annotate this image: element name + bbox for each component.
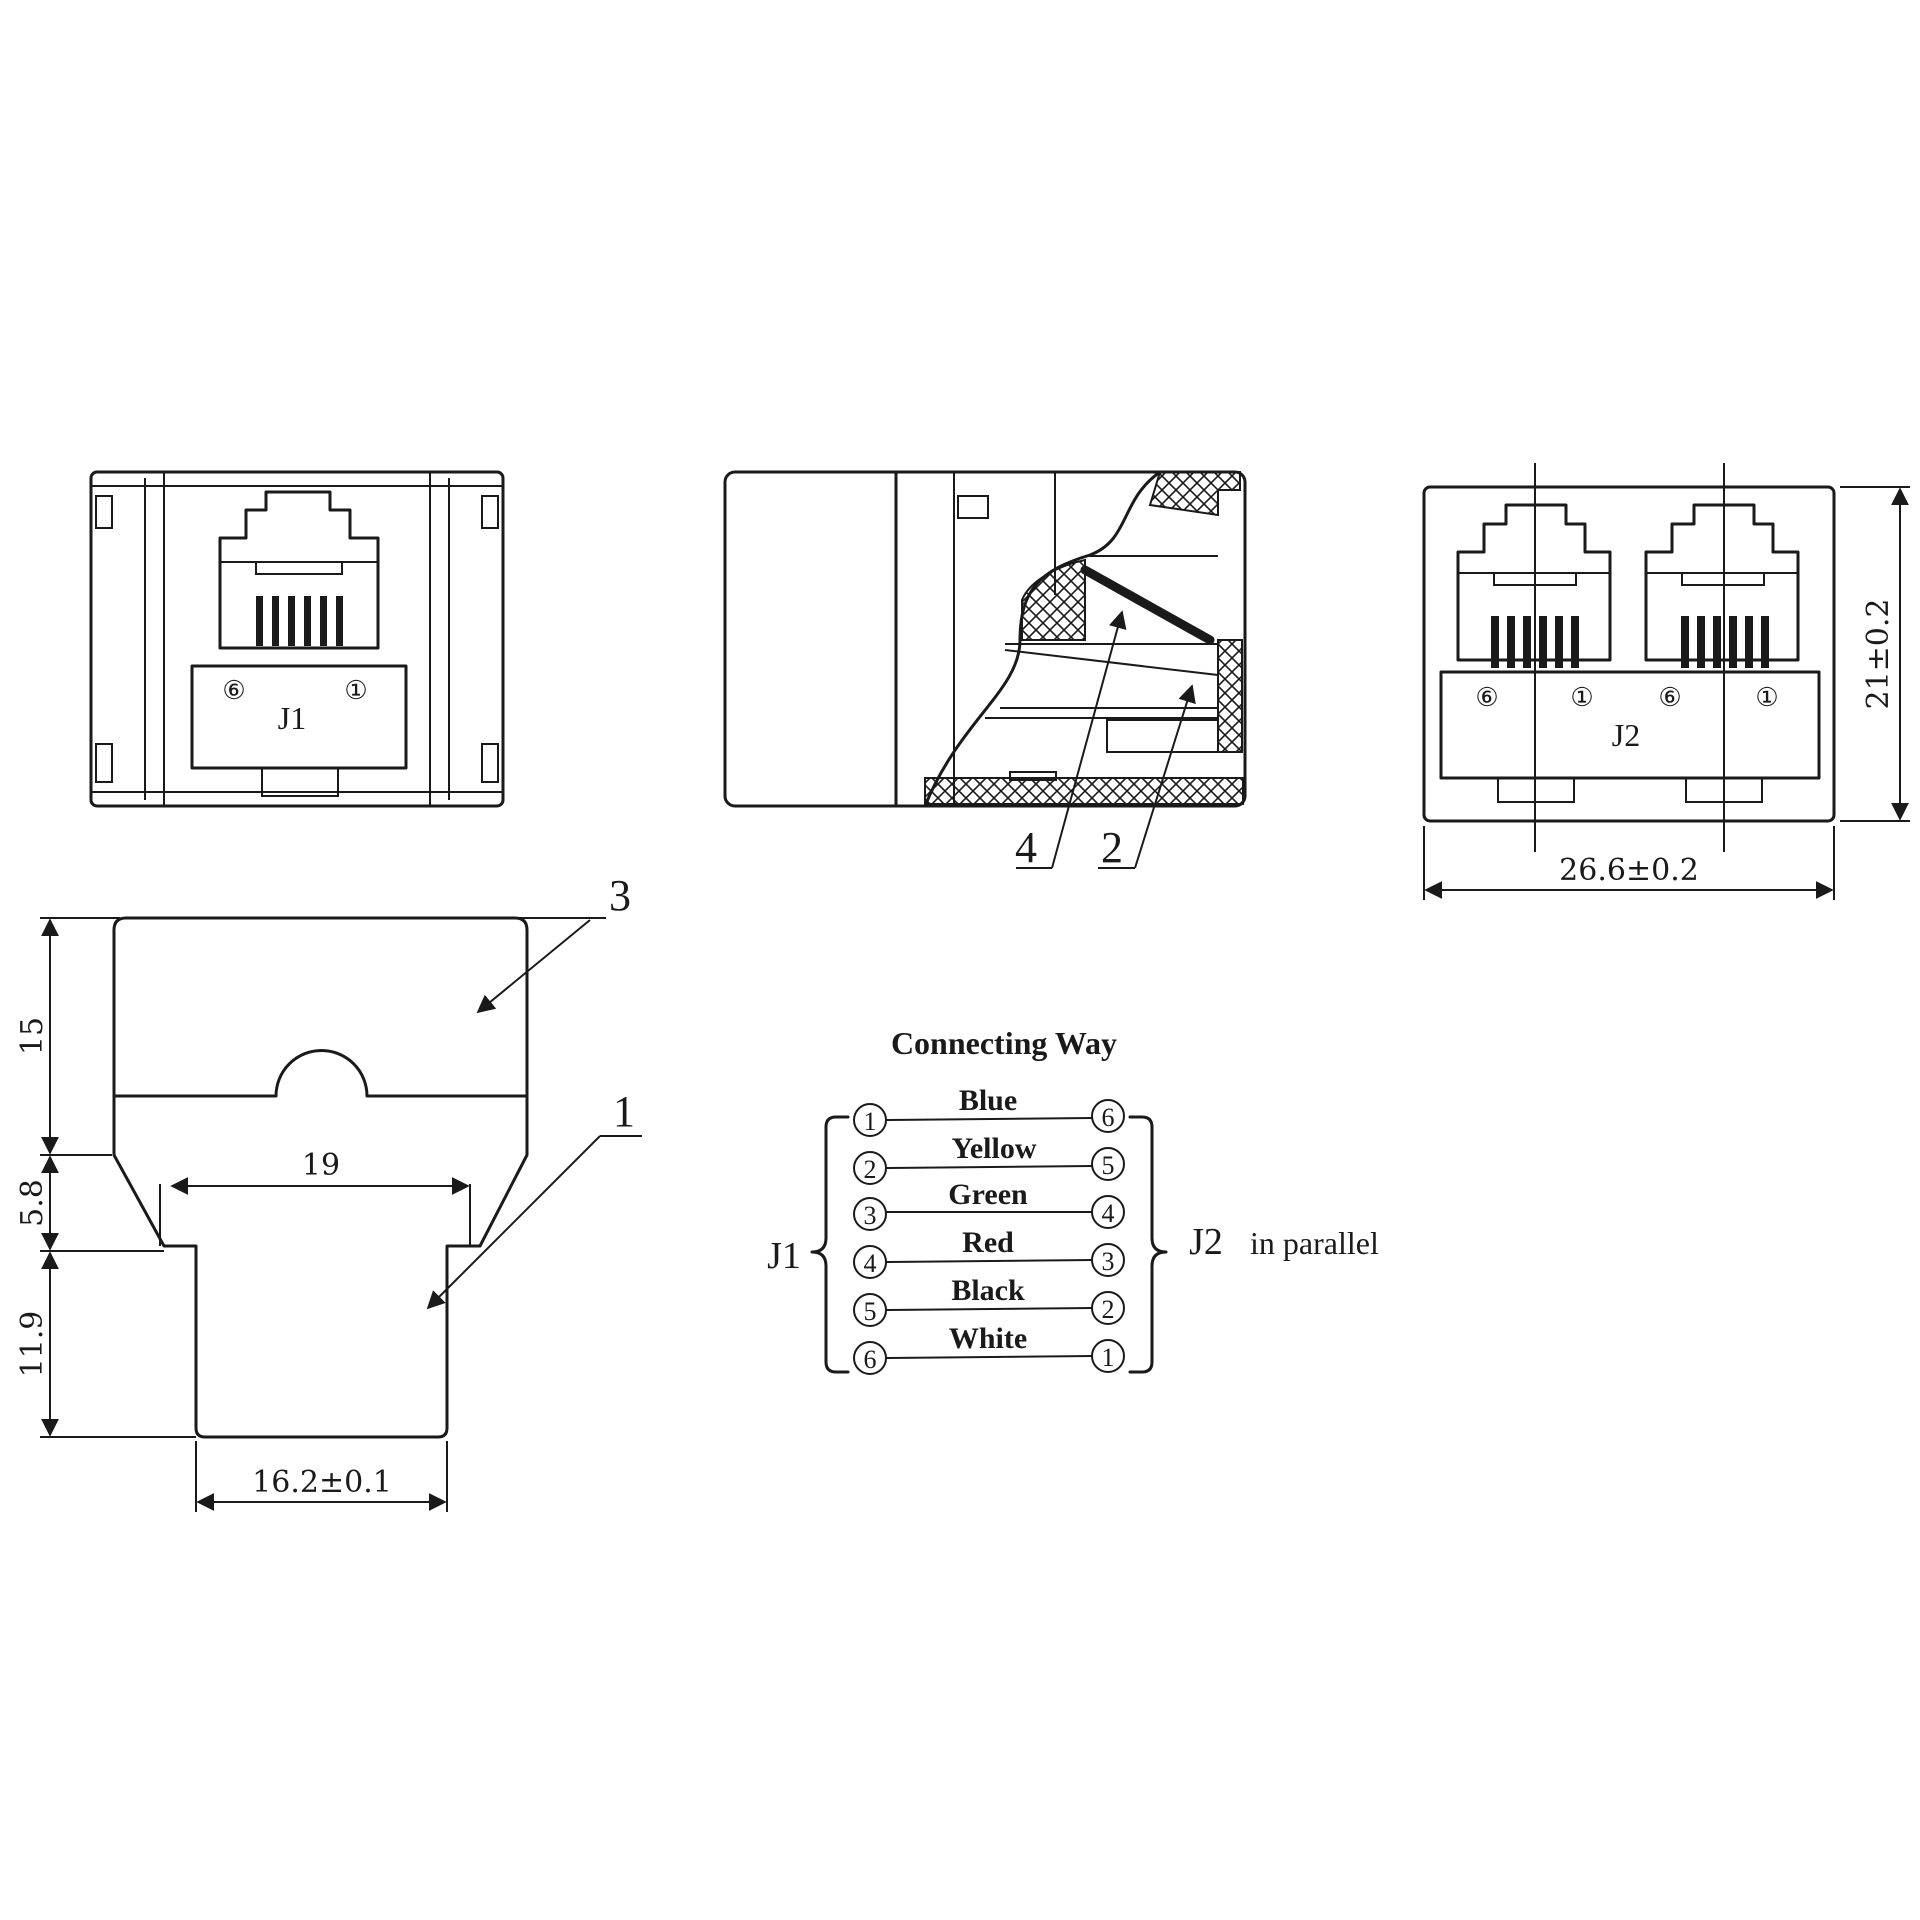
section-view: 4 2 — [723, 470, 1247, 872]
left-pin: 5 — [864, 1297, 877, 1326]
j1-pin-6-label: ⑥ — [222, 676, 245, 705]
dim-width-j2: 26.6±0.2 — [1559, 853, 1699, 888]
callout-1: 1 — [613, 1087, 635, 1136]
j2-label: J2 — [1612, 717, 1640, 753]
callout-3: 3 — [609, 871, 631, 920]
front-view-j2: ⑥ ① ⑥ ① J2 26.6±0.2 21±0.2 — [1422, 463, 1910, 900]
dim-11-9: 11.9 — [15, 1311, 50, 1378]
wire-row: 1 6 Blue — [853, 1084, 1125, 1137]
wiring-heading: Connecting Way — [891, 1025, 1117, 1061]
hatched-region — [1148, 471, 1241, 517]
dim-5-8: 5.8 — [15, 1179, 50, 1227]
top-view: 19 15 5.8 11.9 16.2±0.1 3 1 — [15, 871, 642, 1512]
j2-pin-label: ① — [1570, 683, 1593, 712]
wire-row: 3 4 Green — [853, 1178, 1125, 1231]
j2-pin-label: ① — [1755, 683, 1778, 712]
left-pin: 6 — [864, 1345, 877, 1374]
wire-color-label: Green — [948, 1178, 1028, 1211]
wire-row: 6 1 White — [853, 1322, 1125, 1375]
right-pin: 2 — [1102, 1295, 1115, 1324]
j1-pin-1-label: ① — [344, 676, 367, 705]
dim-height-j2: 21±0.2 — [1861, 598, 1896, 709]
rj-jack-outline — [1456, 503, 1612, 662]
wire-row: 4 3 Red — [853, 1226, 1125, 1279]
contact-pins — [256, 596, 343, 646]
hatched-region — [1217, 639, 1243, 753]
wire-color-label: Black — [951, 1274, 1025, 1307]
hatched-region — [924, 777, 1244, 805]
dim-15: 15 — [15, 1017, 50, 1055]
j1-label: J1 — [278, 700, 306, 736]
contact-pins — [1681, 616, 1769, 668]
left-pin: 4 — [864, 1249, 877, 1278]
wire-color-label: Yellow — [952, 1132, 1037, 1165]
right-pin: 3 — [1102, 1247, 1115, 1276]
contact-pins — [1491, 616, 1579, 668]
dim-19: 19 — [302, 1148, 340, 1183]
wire-color-label: Blue — [959, 1084, 1017, 1117]
wire-color-label: White — [949, 1322, 1027, 1355]
right-pin: 1 — [1102, 1343, 1115, 1372]
wiring-diagram: Connecting Way J1 J2 in parallel 1 6 Blu… — [767, 1025, 1379, 1375]
right-pin: 6 — [1102, 1103, 1115, 1132]
right-pin: 5 — [1102, 1151, 1115, 1180]
wiring-j2-label: J2 — [1189, 1221, 1223, 1263]
wire-row: 5 2 Black — [853, 1274, 1125, 1327]
dim-width-top: 16.2±0.1 — [252, 1465, 392, 1500]
left-pin: 2 — [864, 1155, 877, 1184]
callout-4: 4 — [1015, 823, 1037, 872]
callout-2: 2 — [1101, 823, 1123, 872]
rj-jack-outline — [1644, 503, 1800, 662]
right-pin: 4 — [1102, 1199, 1115, 1228]
j2-pin-label: ⑥ — [1475, 683, 1498, 712]
left-pin: 1 — [864, 1107, 877, 1136]
j2-pin-label: ⑥ — [1658, 683, 1681, 712]
front-view-j1: ⑥ ① J1 — [89, 470, 505, 808]
left-pin: 3 — [864, 1201, 877, 1230]
wiring-note: in parallel — [1250, 1225, 1379, 1261]
wiring-j1-label: J1 — [767, 1235, 801, 1277]
wire-row: 2 5 Yellow — [853, 1132, 1125, 1185]
wire-color-label: Red — [962, 1226, 1014, 1259]
hatched-region — [1021, 558, 1086, 641]
rj-jack-outline — [218, 490, 380, 650]
